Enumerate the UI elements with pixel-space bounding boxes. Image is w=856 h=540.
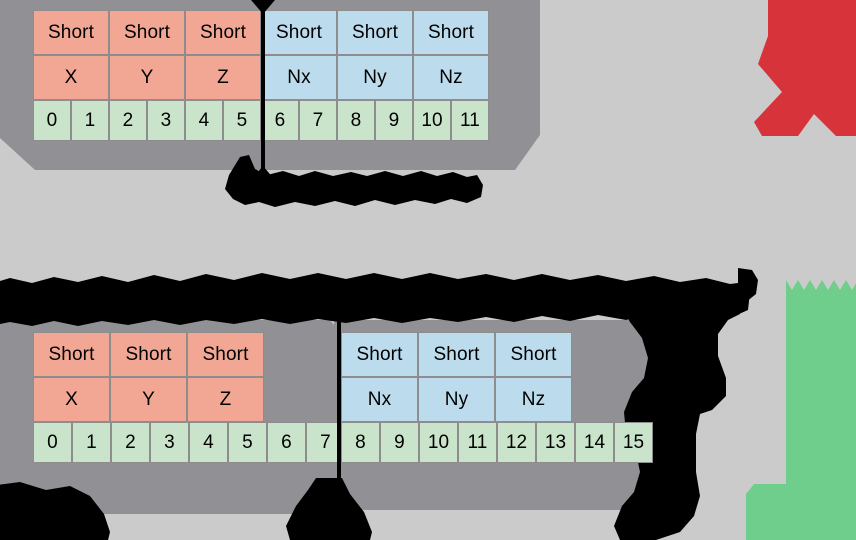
table-cell-byte-index[interactable]: 0 <box>33 100 71 141</box>
bottom-right-type-row: Short Short Short <box>341 332 653 377</box>
table-cell-byte-index[interactable]: 8 <box>341 422 380 463</box>
table-cell-type[interactable]: Short <box>495 332 572 377</box>
table-cell-field-name[interactable]: Ny <box>418 377 495 422</box>
table-cell-byte-index[interactable]: 15 <box>614 422 653 463</box>
table-cell-byte-index[interactable]: 10 <box>413 100 451 141</box>
table-cell-byte-index[interactable]: 1 <box>72 422 111 463</box>
table-cell-field-name[interactable]: Z <box>187 377 264 422</box>
table-cell-byte-index[interactable]: 13 <box>536 422 575 463</box>
table-cell-type[interactable]: Short <box>33 332 110 377</box>
table-cell-byte-index[interactable]: 4 <box>185 100 223 141</box>
table-cell-byte-index[interactable]: 0 <box>33 422 72 463</box>
accent-shape-red <box>754 0 856 136</box>
table-cell-byte-index[interactable]: 3 <box>150 422 189 463</box>
table-cell-byte-index[interactable]: 11 <box>458 422 497 463</box>
table-cell-byte-index[interactable]: 14 <box>575 422 614 463</box>
table-cell-type[interactable]: Short <box>261 10 337 55</box>
table-cell-byte-index[interactable]: 12 <box>497 422 536 463</box>
redaction-mask-middle-bar <box>0 273 750 326</box>
table-cell-type[interactable]: Short <box>33 10 109 55</box>
table-cell-byte-index[interactable]: 5 <box>228 422 267 463</box>
table-cell-byte-index[interactable]: 4 <box>189 422 228 463</box>
bottom-left-table: Short Short Short X Y Z 0 1 2 3 4 5 6 7 <box>33 332 345 463</box>
table-cell-field-name[interactable]: Nz <box>495 377 572 422</box>
table-cell-byte-index[interactable]: 11 <box>451 100 489 141</box>
table-cell-type[interactable]: Short <box>109 10 185 55</box>
redaction-mask-right-edge-top <box>738 268 758 302</box>
table-cell-byte-index[interactable]: 6 <box>267 422 306 463</box>
table-cell-byte-index[interactable]: 2 <box>111 422 150 463</box>
redaction-mask-bottom-right-block <box>614 300 740 540</box>
bottom-table-split-line <box>337 322 341 502</box>
table-cell-type[interactable]: Short <box>187 332 264 377</box>
bottom-left-type-row: Short Short Short <box>33 332 345 377</box>
bottom-left-index-row: 0 1 2 3 4 5 6 7 <box>33 422 345 463</box>
table-cell-type[interactable]: Short <box>185 10 261 55</box>
bottom-table-split-arrow-top <box>327 310 351 324</box>
table-cell-byte-index[interactable]: 7 <box>299 100 337 141</box>
redaction-mask-bottom-left-corner <box>0 482 110 540</box>
table-cell-byte-index[interactable]: 3 <box>147 100 185 141</box>
table-cell-field-name[interactable]: Nx <box>261 55 337 100</box>
table-cell-type[interactable]: Short <box>337 10 413 55</box>
table-cell-type[interactable]: Short <box>418 332 495 377</box>
top-table-index-row: 0 1 2 3 4 5 6 7 8 9 10 11 <box>33 100 489 141</box>
top-table: Short Short Short Short Short Short X Y … <box>33 10 489 141</box>
bottom-left-name-row: X Y Z <box>33 377 345 422</box>
table-cell-byte-index[interactable]: 5 <box>223 100 261 141</box>
table-cell-field-name[interactable]: X <box>33 55 109 100</box>
table-cell-byte-index[interactable]: 10 <box>419 422 458 463</box>
table-cell-byte-index[interactable]: 2 <box>109 100 147 141</box>
table-cell-byte-index[interactable]: 9 <box>380 422 419 463</box>
bottom-right-name-row: Nx Ny Nz <box>341 377 653 422</box>
table-cell-type[interactable]: Short <box>110 332 187 377</box>
top-table-split-arrow-bottom <box>251 166 275 180</box>
bottom-right-index-row: 8 9 10 11 12 13 14 15 <box>341 422 653 463</box>
table-cell-field-name[interactable]: Nx <box>341 377 418 422</box>
table-cell-field-name[interactable]: Y <box>109 55 185 100</box>
table-cell-type[interactable]: Short <box>413 10 489 55</box>
top-table-name-row: X Y Z Nx Ny Nz <box>33 55 489 100</box>
table-cell-field-name[interactable]: Nz <box>413 55 489 100</box>
table-cell-byte-index[interactable]: 6 <box>261 100 299 141</box>
top-table-type-row: Short Short Short Short Short Short <box>33 10 489 55</box>
top-table-split-arrow-top <box>251 0 275 14</box>
bottom-right-table: Short Short Short Nx Ny Nz 8 9 10 11 12 … <box>341 332 653 463</box>
table-cell-byte-index[interactable]: 9 <box>375 100 413 141</box>
table-cell-field-name[interactable]: Z <box>185 55 261 100</box>
top-table-split-line <box>261 0 265 180</box>
table-cell-field-name[interactable]: Y <box>110 377 187 422</box>
redaction-mask-bottom-center <box>286 478 372 540</box>
table-cell-byte-index[interactable]: 1 <box>71 100 109 141</box>
table-cell-byte-index[interactable]: 8 <box>337 100 375 141</box>
table-cell-type[interactable]: Short <box>341 332 418 377</box>
table-cell-field-name[interactable]: Ny <box>337 55 413 100</box>
table-cell-field-name[interactable]: X <box>33 377 110 422</box>
redaction-mask-top-label <box>225 155 483 207</box>
bottom-table-split-arrow-bottom <box>327 488 351 502</box>
